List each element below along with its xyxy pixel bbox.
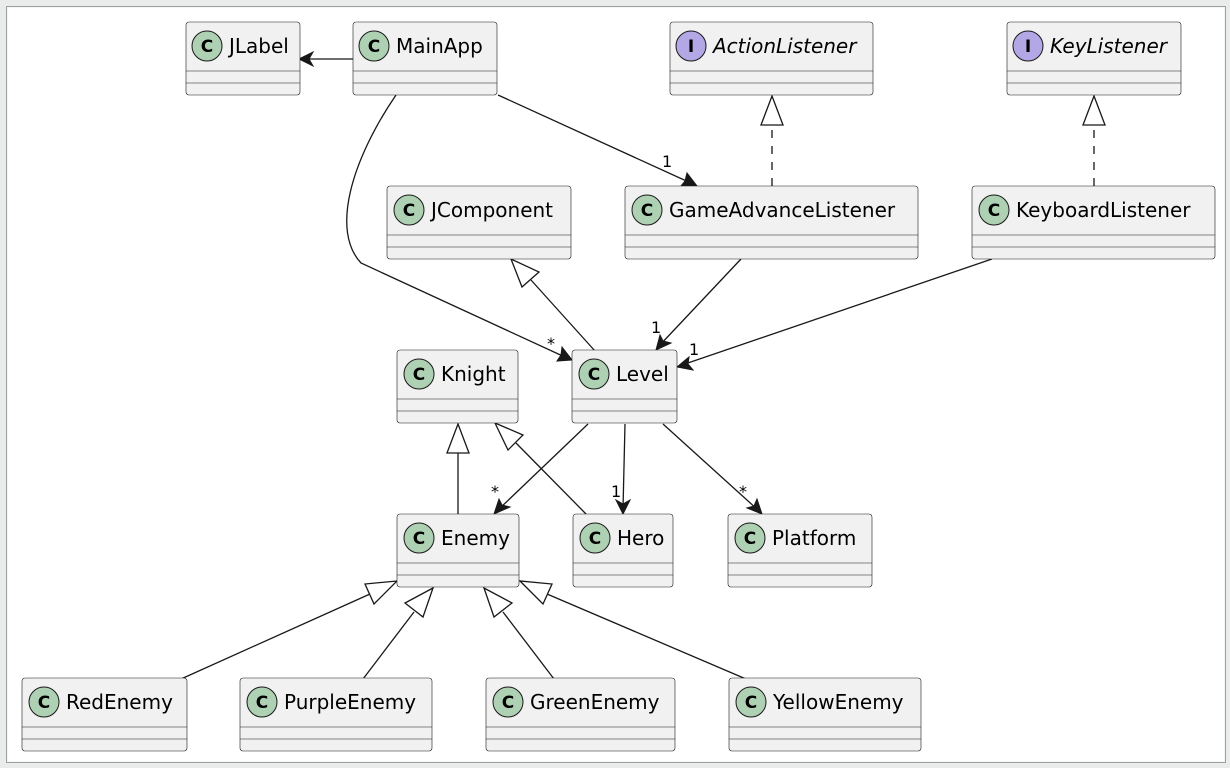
class-badge-icon	[579, 522, 611, 554]
class-name: JLabel	[227, 34, 289, 58]
svg-text:C: C	[403, 201, 415, 221]
class-enemy[interactable]: C Enemy	[396, 513, 520, 588]
class-purpleenemy[interactable]: C PurpleEnemy	[239, 677, 433, 752]
relation-gameadvancelistener-actionlistener	[760, 94, 784, 186]
svg-text:C: C	[413, 529, 425, 549]
class-platform[interactable]: C Platform	[727, 513, 873, 588]
multiplicity-label: 1	[662, 152, 672, 171]
multiplicity-label: *	[547, 334, 555, 353]
class-badge-icon	[978, 194, 1010, 226]
relation-keyboardlistener-keylistener	[1082, 94, 1106, 186]
class-yellowenemy[interactable]: C YellowEnemy	[728, 677, 922, 752]
multiplicity-label: *	[491, 482, 499, 501]
class-badge-icon	[735, 686, 767, 718]
class-name: RedEnemy	[66, 690, 173, 714]
class-name: GreenEnemy	[530, 690, 660, 714]
relation-redenemy-enemy	[180, 580, 399, 680]
class-jlabel[interactable]: C JLabel	[185, 21, 301, 96]
class-name: ActionListener	[711, 34, 858, 58]
relations-layer: 1 * 1 1	[180, 50, 1106, 680]
class-badge-icon	[403, 522, 435, 554]
class-name: JComponent	[429, 198, 553, 222]
svg-text:C: C	[641, 201, 653, 221]
classes-layer: C JLabel C MainApp I ActionListener I Ke…	[21, 21, 1216, 752]
relation-level-platform: *	[662, 423, 763, 515]
multiplicity-label: 1	[611, 482, 621, 501]
relation-mainapp-gameadvancelistener: 1	[497, 94, 699, 187]
class-name: Level	[616, 362, 669, 386]
interface-badge-icon	[675, 30, 707, 62]
interface-badge-icon	[1012, 30, 1044, 62]
relation-enemy-knight	[446, 422, 470, 515]
class-badge-icon	[246, 686, 278, 718]
uml-class-diagram: 1 * 1 1	[21, 21, 1216, 752]
svg-text:C: C	[413, 365, 425, 385]
class-badge-icon	[358, 30, 390, 62]
interface-actionlistener[interactable]: I ActionListener	[669, 21, 874, 96]
relation-gameadvancelistener-level: 1	[651, 258, 742, 351]
class-name: PurpleEnemy	[284, 690, 416, 714]
relation-level-enemy: *	[491, 423, 589, 515]
relation-yellowenemy-enemy	[518, 580, 747, 680]
svg-text:C: C	[38, 693, 50, 713]
class-name: GameAdvanceListener	[669, 198, 896, 222]
relation-purpleenemy-enemy	[362, 586, 435, 680]
multiplicity-label: *	[739, 482, 747, 501]
svg-text:C: C	[744, 529, 756, 549]
class-redenemy[interactable]: C RedEnemy	[21, 677, 188, 752]
svg-text:C: C	[201, 37, 213, 57]
svg-text:C: C	[988, 201, 1000, 221]
class-name: MainApp	[396, 34, 483, 58]
class-name: KeyListener	[1050, 34, 1169, 58]
class-badge-icon	[393, 194, 425, 226]
class-badge-icon	[734, 522, 766, 554]
class-badge-icon	[578, 358, 610, 390]
class-badge-icon	[492, 686, 524, 718]
relation-greenenemy-enemy	[482, 586, 555, 680]
relation-mainapp-jlabel	[297, 50, 353, 68]
relation-mainapp-level: *	[346, 94, 573, 362]
relation-keyboardlistener-level: 1	[675, 258, 993, 371]
class-name: YellowEnemy	[772, 690, 904, 714]
svg-text:I: I	[1025, 37, 1031, 57]
class-jcomponent[interactable]: C JComponent	[386, 185, 572, 260]
class-name: Platform	[772, 526, 856, 550]
svg-text:C: C	[589, 529, 601, 549]
svg-text:C: C	[502, 693, 514, 713]
class-name: Hero	[617, 526, 664, 550]
multiplicity-label: 1	[651, 318, 661, 337]
class-name: Enemy	[441, 526, 510, 550]
class-gameadvancelistener[interactable]: C GameAdvanceListener	[624, 185, 919, 260]
class-knight[interactable]: C Knight	[396, 349, 519, 424]
class-level[interactable]: C Level	[571, 349, 678, 424]
svg-text:C: C	[745, 693, 757, 713]
relation-level-jcomponent	[509, 257, 596, 352]
svg-text:C: C	[256, 693, 268, 713]
class-badge-icon	[191, 30, 223, 62]
class-badge-icon	[403, 358, 435, 390]
svg-text:C: C	[368, 37, 380, 57]
class-hero[interactable]: C Hero	[572, 513, 674, 588]
svg-text:I: I	[688, 37, 694, 57]
class-name: Knight	[441, 362, 506, 386]
class-badge-icon	[631, 194, 663, 226]
svg-text:C: C	[588, 365, 600, 385]
relation-hero-knight	[493, 421, 588, 516]
class-greenenemy[interactable]: C GreenEnemy	[485, 677, 676, 752]
class-mainapp[interactable]: C MainApp	[352, 21, 498, 96]
diagram-canvas: 1 * 1 1	[6, 6, 1226, 763]
multiplicity-label: 1	[689, 340, 699, 359]
class-keyboardlistener[interactable]: C KeyboardListener	[971, 185, 1216, 260]
relation-level-hero: 1	[611, 423, 632, 516]
interface-keylistener[interactable]: I KeyListener	[1006, 21, 1182, 96]
class-badge-icon	[28, 686, 60, 718]
class-name: KeyboardListener	[1016, 198, 1191, 222]
